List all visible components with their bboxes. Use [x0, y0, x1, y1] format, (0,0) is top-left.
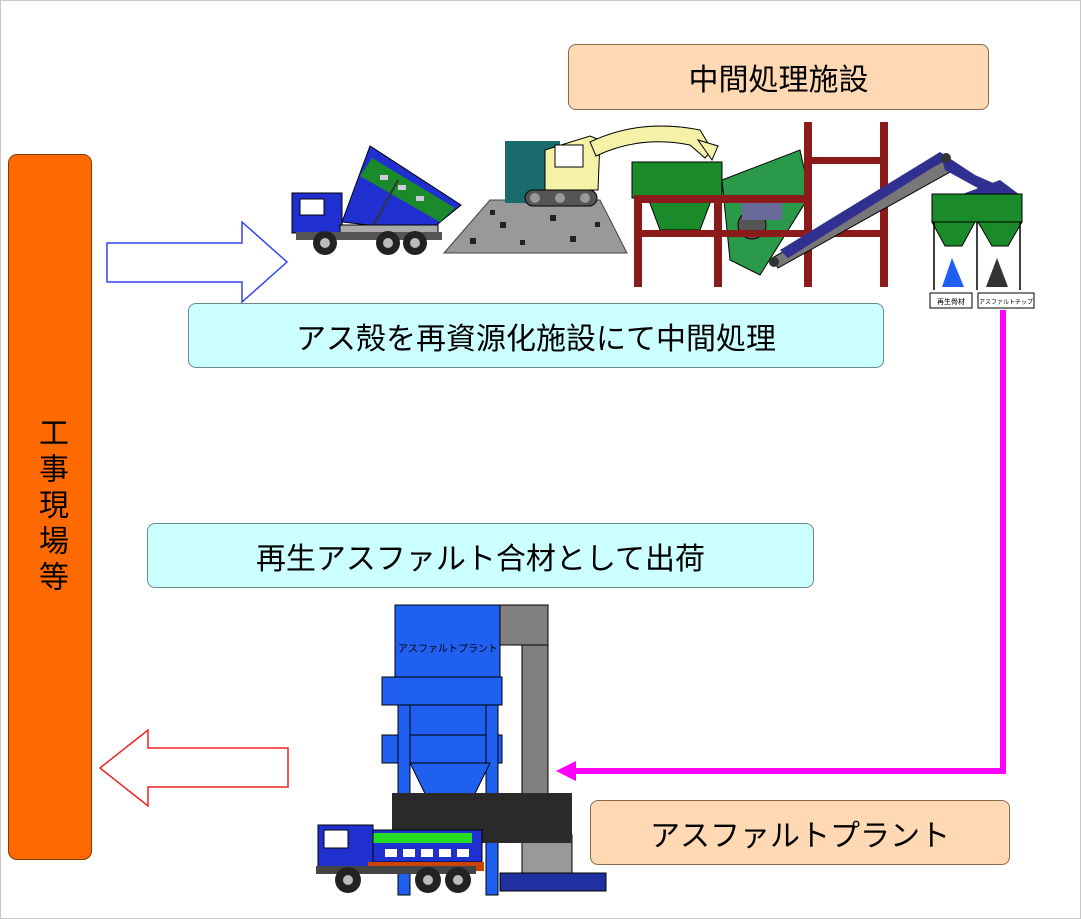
dump-truck-loaded	[316, 824, 484, 893]
process-description-label: アス殻を再資源化施設にて中間処理	[188, 303, 884, 368]
intermediate-facility-title: 中間処理施設	[568, 44, 989, 110]
construction-site-label: 工事現場等	[33, 417, 68, 597]
outbound-arrow	[98, 728, 289, 808]
excavator	[505, 125, 719, 207]
crusher-machine	[631, 122, 888, 287]
conveyor-belt	[769, 152, 1000, 269]
dump-truck-unloading	[291, 145, 462, 255]
flow-line	[572, 310, 1006, 774]
construction-site-box: 工事現場等	[8, 154, 92, 860]
silo-left-label: 再生骨材	[937, 297, 965, 306]
plant-tower-label: アスファルトプラント	[398, 643, 498, 655]
inbound-arrow	[106, 220, 289, 304]
silo-right-label: アスファルトチップ	[979, 299, 1033, 306]
flow-line-arrowhead	[556, 761, 576, 781]
asphalt-plant-title: アスファルトプラント	[590, 800, 1010, 865]
material-silos	[929, 180, 1035, 309]
shipment-description-label: 再生アスファルト合材として出荷	[147, 523, 814, 588]
rubble-pile	[442, 199, 628, 254]
asphalt-plant-tower	[381, 604, 607, 896]
